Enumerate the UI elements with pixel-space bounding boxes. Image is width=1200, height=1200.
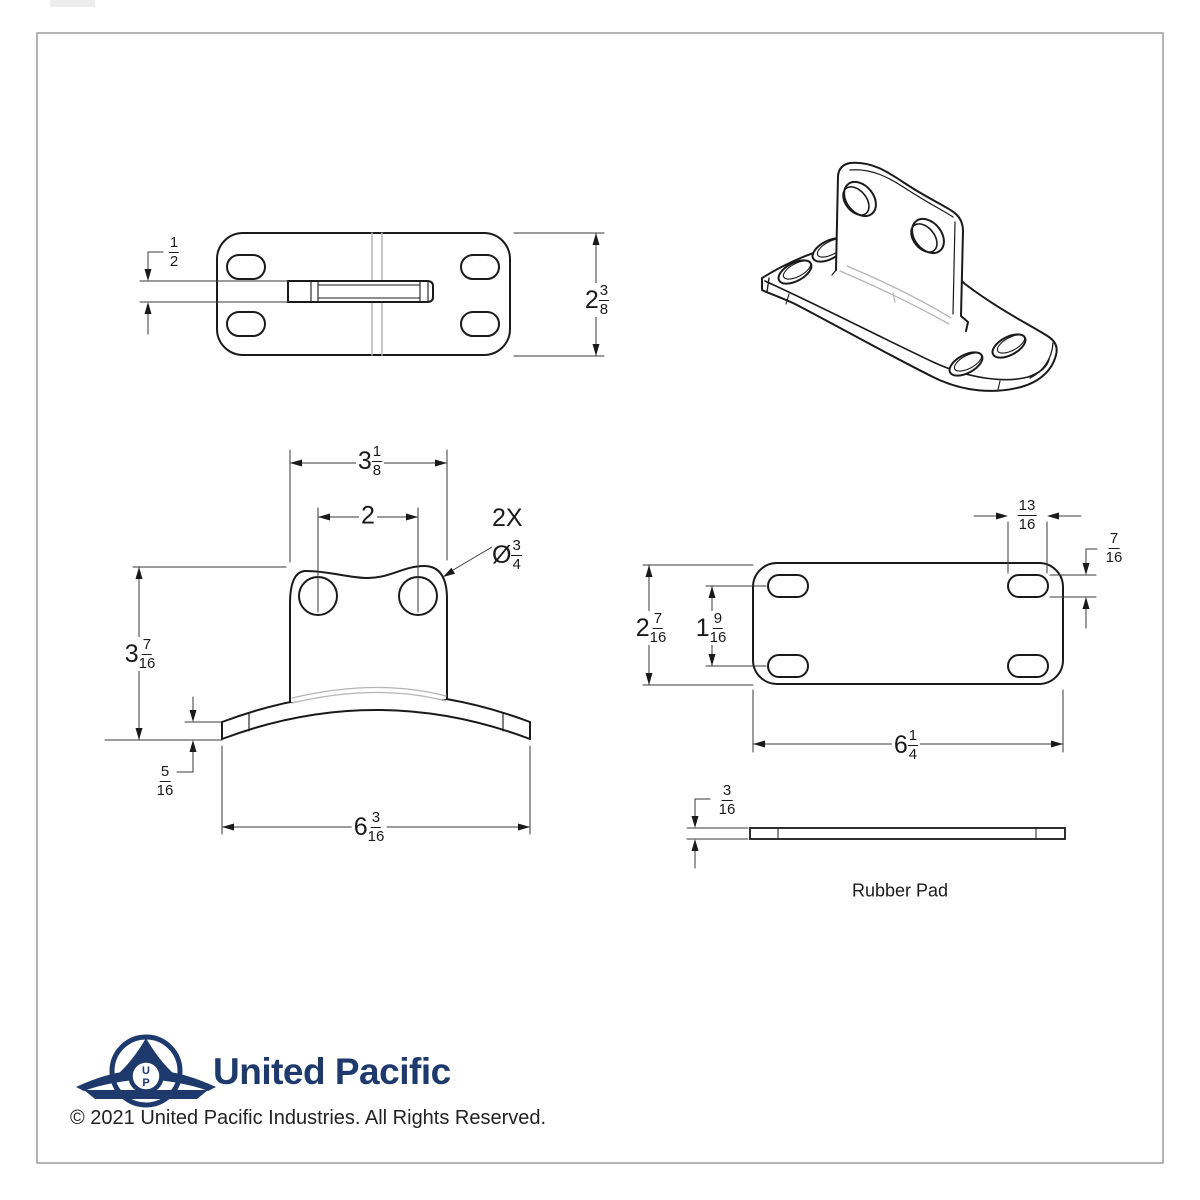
dim-arrow xyxy=(1082,597,1090,609)
dim-arrow xyxy=(1047,512,1059,520)
leader-arrow xyxy=(443,567,455,577)
dim-arrow xyxy=(691,839,699,851)
tab-hole xyxy=(843,180,877,218)
logo-left-wing xyxy=(76,1071,134,1091)
sheet-frame xyxy=(36,32,1164,1164)
logo-band xyxy=(84,1090,208,1099)
logo-right-wing xyxy=(158,1071,216,1091)
pad-slot xyxy=(1007,574,1049,598)
dim-arrow xyxy=(592,344,600,356)
dim-arrow xyxy=(753,740,765,748)
dim-arrow xyxy=(135,567,143,579)
dim-arrow xyxy=(1051,740,1063,748)
mount-slot xyxy=(226,254,266,280)
pad-top-view-drawing xyxy=(642,512,1098,753)
dim-arrow xyxy=(708,586,716,598)
dim-arrow xyxy=(645,565,653,577)
isometric-view-drawing xyxy=(761,161,1058,392)
dim-arrow xyxy=(144,302,152,314)
bend-line xyxy=(291,691,447,704)
dim-arrow xyxy=(222,823,234,831)
pad-side-view-drawing xyxy=(686,798,1066,869)
bend-line xyxy=(291,686,447,699)
united-pacific-logo-icon: U P xyxy=(76,1034,216,1108)
rubber-pad-label: Rubber Pad xyxy=(851,880,949,901)
hole-count: 2X xyxy=(492,504,523,532)
mount-slot xyxy=(460,254,500,280)
bend-line xyxy=(846,265,952,319)
dim-arrow xyxy=(645,673,653,685)
dim-front-hole-spacing: 2 xyxy=(359,501,377,530)
dim-arrow xyxy=(996,512,1008,520)
brand-wordmark: United Pacific xyxy=(213,1051,451,1092)
logo-monogram-p: P xyxy=(142,1077,149,1089)
center-slot xyxy=(287,280,434,303)
mount-slot xyxy=(226,311,266,337)
dim-arrow xyxy=(708,654,716,666)
dim-arrow xyxy=(406,513,418,521)
dim-arrow xyxy=(691,816,699,828)
dim-arrow xyxy=(592,233,600,245)
pad-slot xyxy=(767,574,809,598)
copyright-text: © 2021 United Pacific Industries. All Ri… xyxy=(70,1107,547,1129)
front-view-drawing xyxy=(104,449,531,835)
dim-arrow xyxy=(290,459,302,467)
pad-slot xyxy=(1007,654,1049,678)
tab-hole xyxy=(911,217,945,255)
dim-arrow xyxy=(189,740,197,752)
pad-slot xyxy=(767,654,809,678)
dim-arrow xyxy=(135,728,143,740)
dim-arrow xyxy=(318,513,330,521)
dim-arrow xyxy=(1082,563,1090,575)
logo-monogram-u: U xyxy=(142,1065,150,1077)
dim-arrow xyxy=(144,269,152,281)
dim-arrow xyxy=(435,459,447,467)
bend-line xyxy=(839,270,950,325)
dim-arrow xyxy=(189,710,197,722)
scrollbar-artifact xyxy=(50,0,95,7)
top-view-drawing xyxy=(139,232,605,357)
dim-arrow xyxy=(518,823,530,831)
mount-slot xyxy=(460,311,500,337)
